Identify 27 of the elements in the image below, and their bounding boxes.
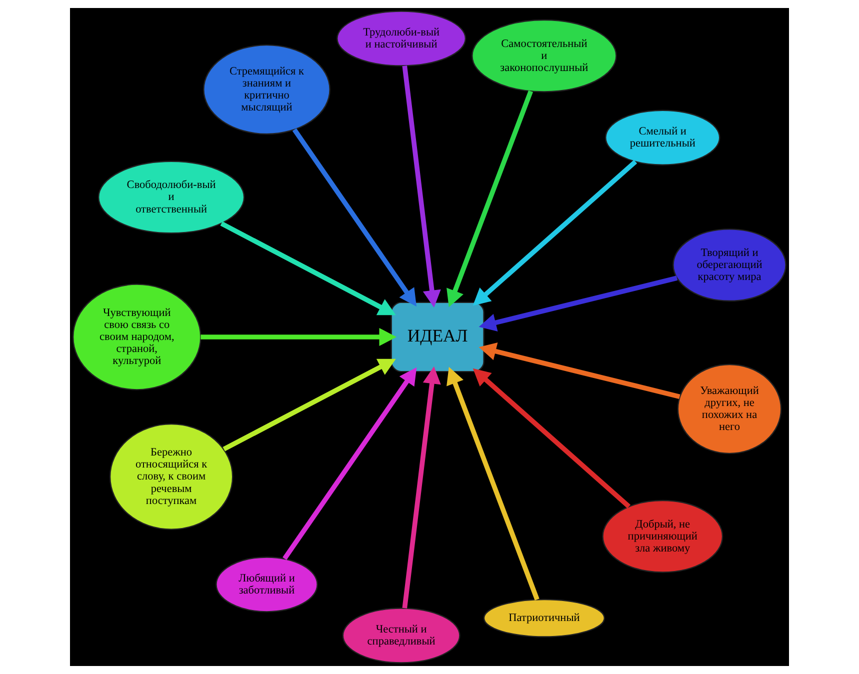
arrow: [222, 358, 396, 452]
arrow: [446, 366, 540, 600]
node-ellipse: Самостоятельный и законопослушный: [472, 19, 617, 92]
arrow: [478, 342, 680, 399]
arrow: [220, 221, 396, 316]
arrow: [472, 368, 631, 508]
arrow: [292, 128, 416, 306]
node-ellipse: Любящий и заботливый: [216, 556, 318, 612]
node-ellipse: Трудолюби-вый и настойчивый: [336, 10, 466, 66]
node-ellipse: Смелый и решительный: [605, 110, 720, 166]
arrow: [478, 276, 678, 332]
node-ellipse: Стремящийся к знаниям и критично мыслящий: [203, 44, 330, 135]
node-ellipse: Патриотичный: [483, 598, 605, 638]
node-ellipse: Творящий и оберегающий красоту мира: [672, 228, 786, 302]
node-ellipse: Честный и справедливый: [342, 608, 460, 664]
arrow: [446, 90, 534, 308]
arrow: [200, 328, 396, 346]
node-ellipse: Чувствующий свою связь со своим народом, страной, культурой: [72, 284, 202, 390]
arrow: [472, 160, 638, 306]
arrow: [402, 366, 441, 608]
node-box: ИДЕАЛ: [390, 302, 484, 372]
node-ellipse: Добрый, не причиняющий зла живому: [602, 500, 724, 573]
arrow: [282, 367, 417, 560]
node-ellipse: Уважающий других, не похожих на него: [677, 364, 782, 454]
node-ellipse: Бережно относящийся к слову, к своим речевым поступкам: [109, 423, 234, 530]
arrow: [402, 66, 441, 308]
node-ellipse: Свободолюби-вый и ответственный: [98, 160, 245, 234]
